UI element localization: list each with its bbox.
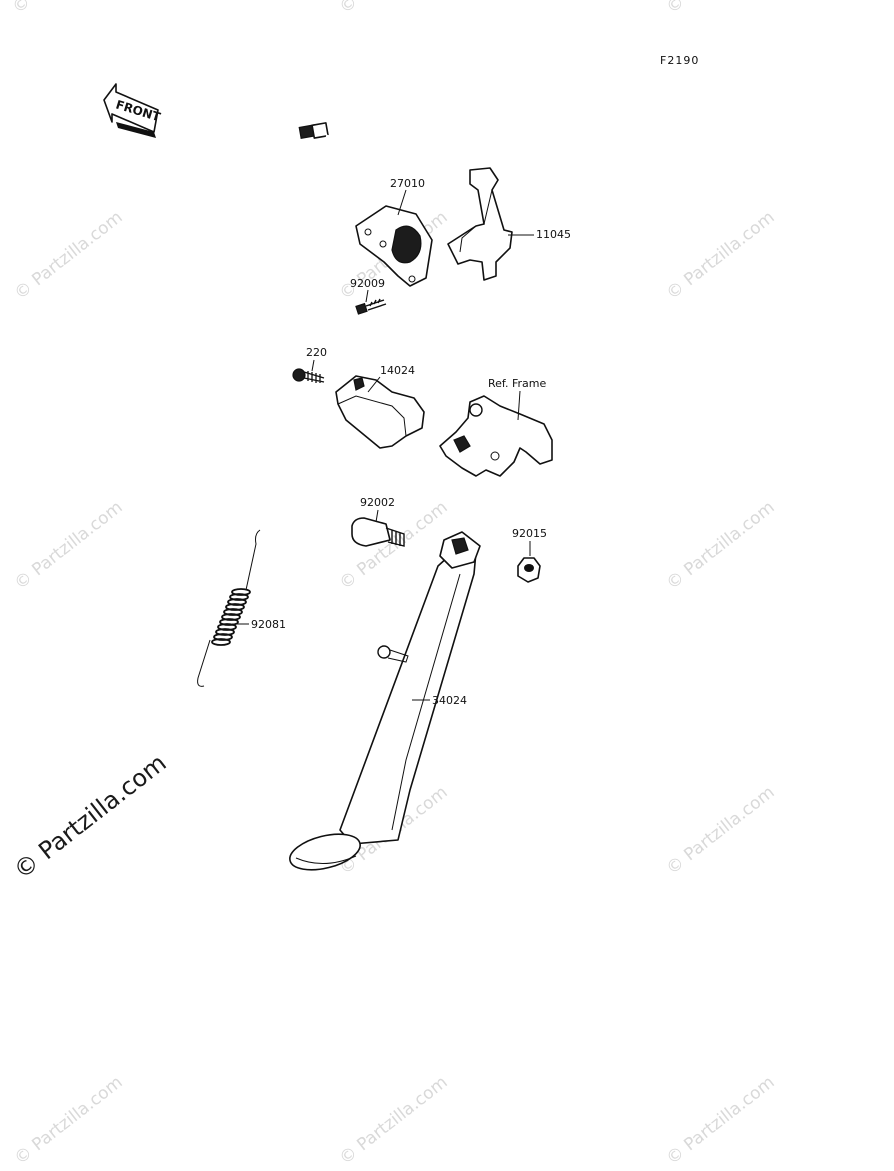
watermark: © Partzilla.com <box>663 497 779 594</box>
callout-92009: 92009 <box>350 277 385 303</box>
part-92009-screw[interactable] <box>355 298 387 315</box>
callout-92002: 92002 <box>360 496 395 523</box>
watermark: © Partzilla.com <box>11 1072 127 1169</box>
callout-11045: 11045 <box>508 228 571 241</box>
watermark: © Partzilla.com <box>663 0 779 18</box>
part-92081-spring[interactable] <box>197 529 261 687</box>
part-92002-pin[interactable] <box>351 517 405 547</box>
watermark: © Partzilla.com <box>336 1072 452 1169</box>
part-14024-cover[interactable] <box>335 375 425 449</box>
watermark: © Partzilla.com <box>663 782 779 879</box>
part-number-label: 92015 <box>512 527 547 540</box>
callout-14024: 14024 <box>367 364 415 393</box>
callout-27010: 27010 <box>390 177 425 216</box>
part-number-label: 14024 <box>380 364 415 377</box>
callout-92015: 92015 <box>512 527 547 556</box>
part-34024-side-stand[interactable] <box>286 531 481 876</box>
part-220-screw[interactable] <box>292 368 325 383</box>
part-92015-nut[interactable] <box>517 557 541 583</box>
part-number-label: 34024 <box>432 694 467 707</box>
part-11045-bracket[interactable] <box>447 167 513 281</box>
watermark: © Partzilla.com <box>11 497 127 594</box>
figure-code: F2190 <box>660 54 699 67</box>
callout-92081: 92081 <box>232 618 286 631</box>
part-number-label: 220 <box>306 346 327 359</box>
watermark-prominent: © Partzilla.com <box>8 749 171 885</box>
callout-ref-frame: Ref. Frame <box>488 377 546 421</box>
part-number-label: 27010 <box>390 177 425 190</box>
watermark: © Partzilla.com <box>9 0 125 18</box>
watermark: © Partzilla.com <box>663 1072 779 1169</box>
watermark: © Partzilla.com <box>663 207 779 304</box>
watermark: © Partzilla.com <box>11 207 127 304</box>
watermark-layer: © Partzilla.com © Partzilla.com © Partzi… <box>8 0 778 1169</box>
part-number-label: 92009 <box>350 277 385 290</box>
callout-34024: 34024 <box>412 694 467 707</box>
callout-220: 220 <box>306 346 327 372</box>
part-ref-frame[interactable] <box>439 395 553 477</box>
part-number-label: 92002 <box>360 496 395 509</box>
part-number-label: 92081 <box>251 618 286 631</box>
part-27010-switch[interactable] <box>298 122 433 287</box>
part-reference-label: Ref. Frame <box>488 377 546 390</box>
part-number-label: 11045 <box>536 228 571 241</box>
front-arrow-icon: FRONT <box>103 83 163 138</box>
watermark: © Partzilla.com <box>336 0 452 18</box>
